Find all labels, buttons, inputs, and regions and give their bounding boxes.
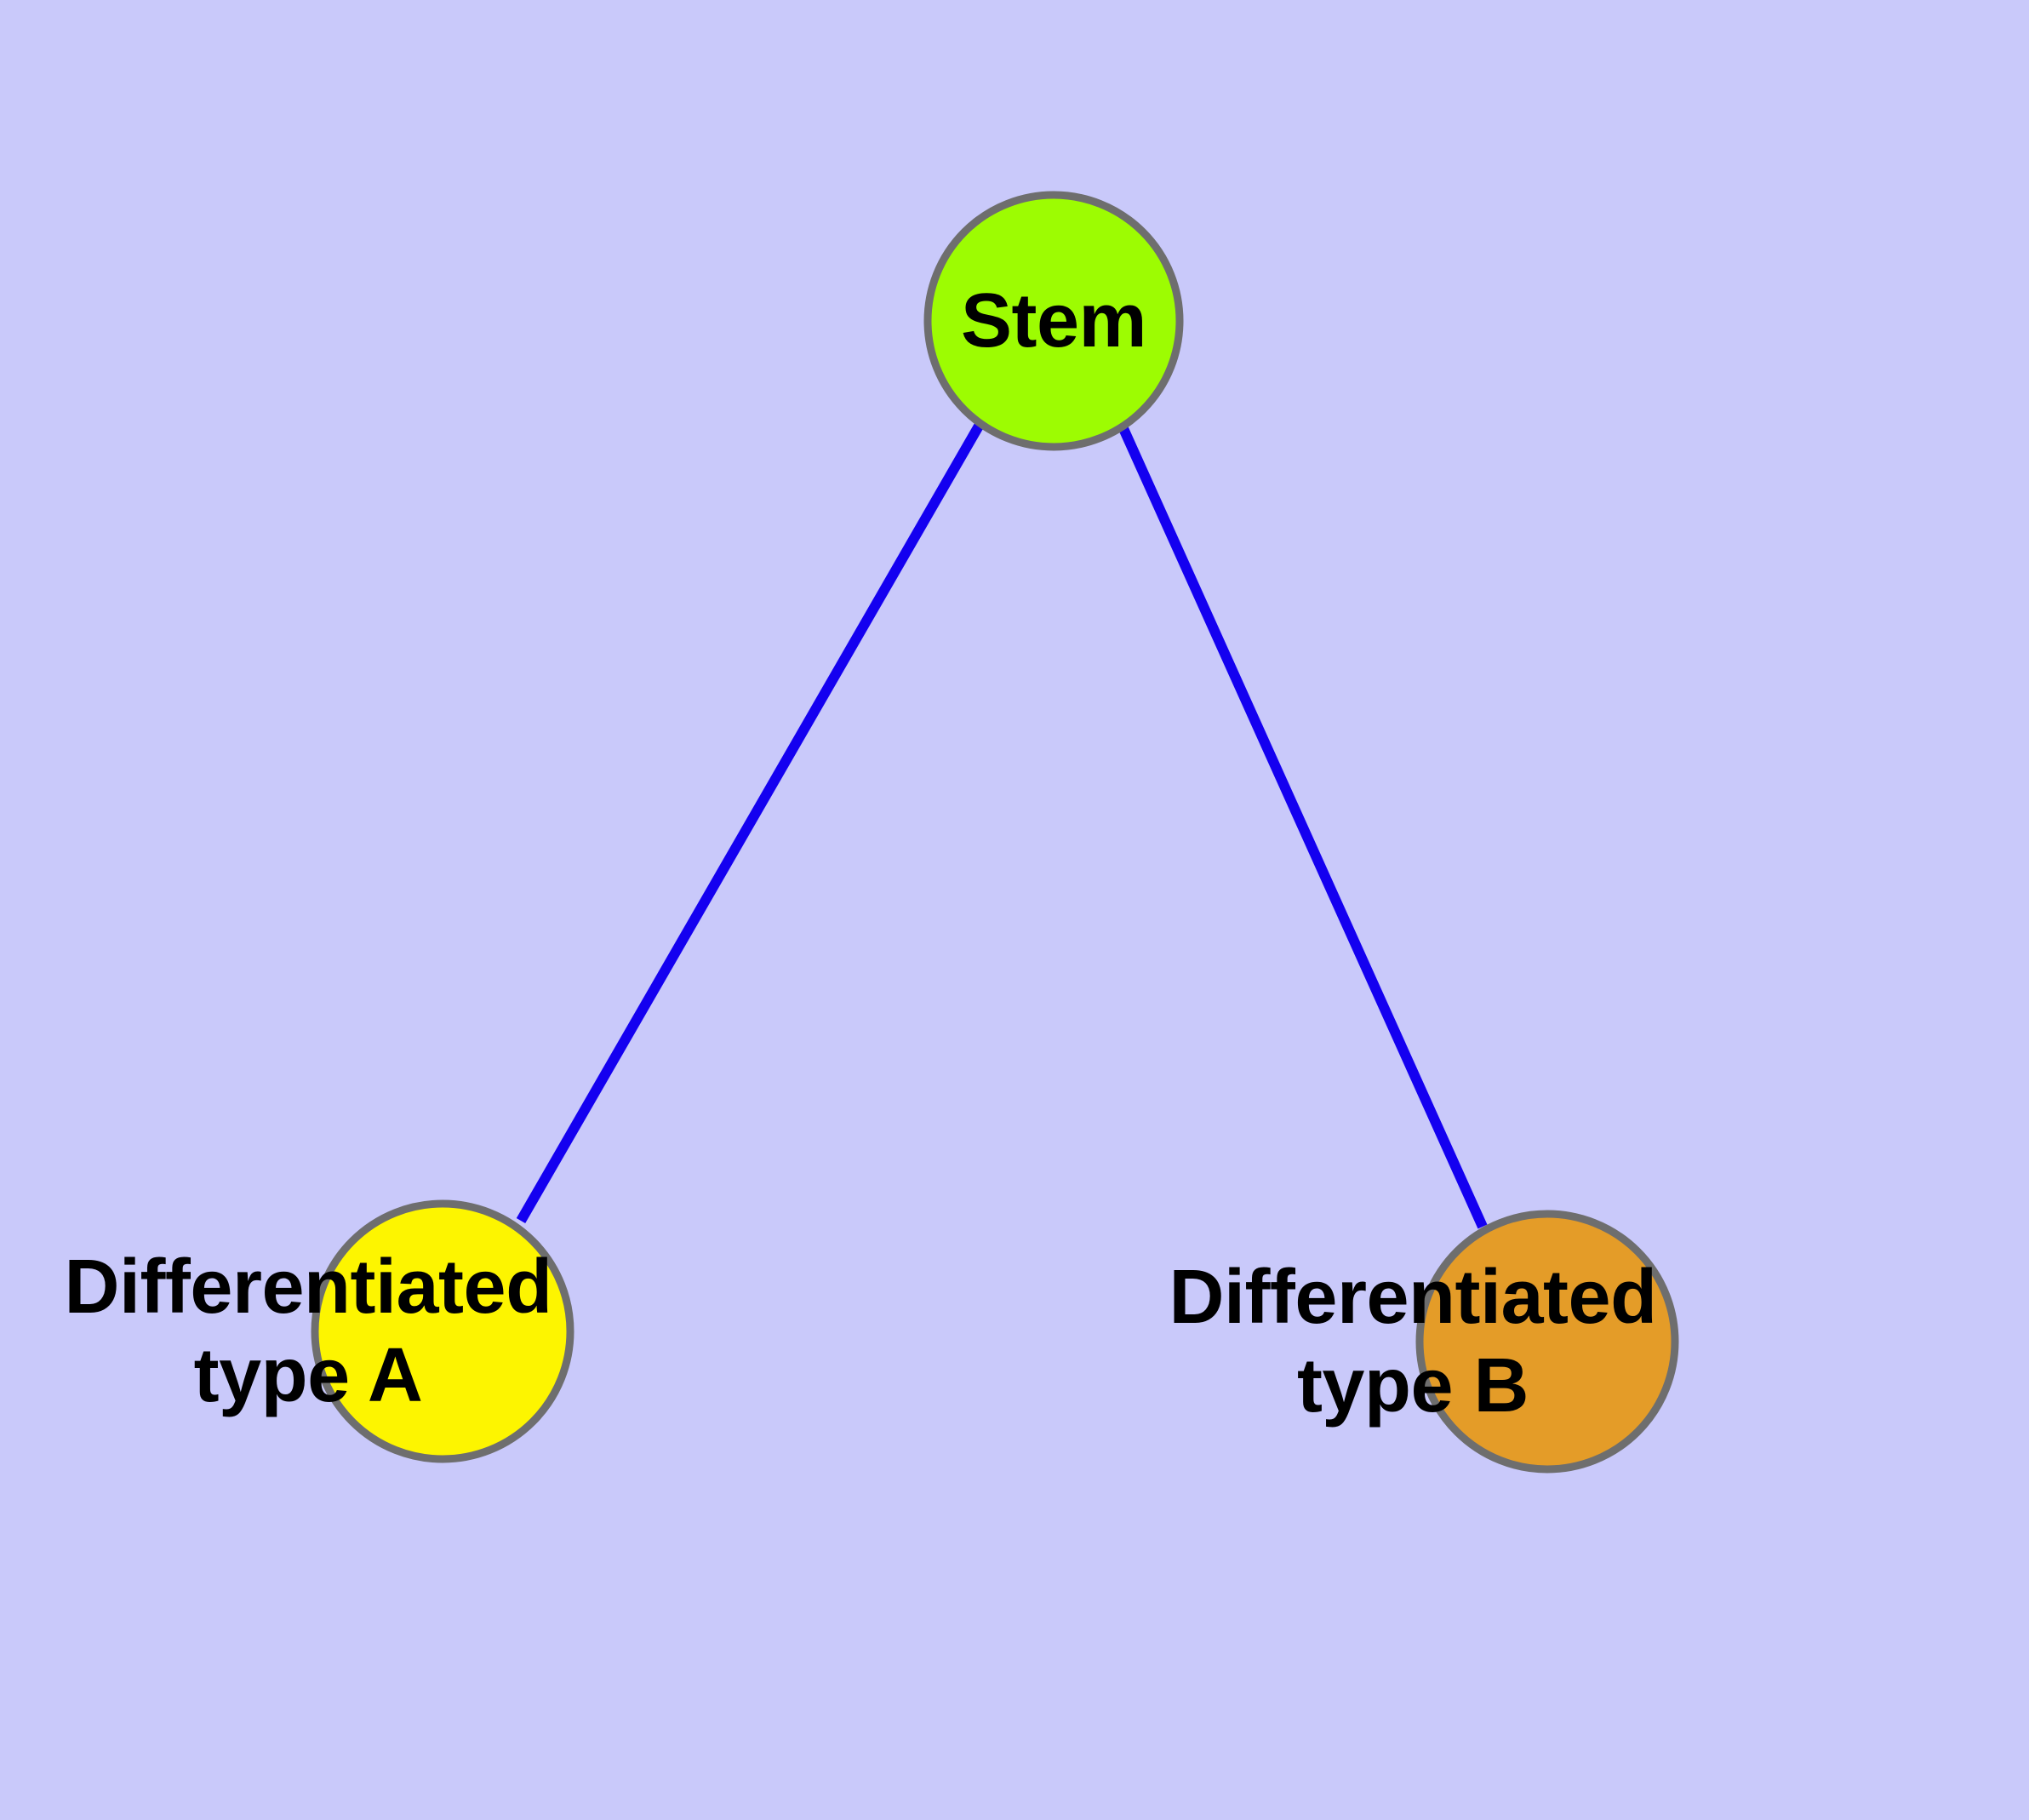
node-stem[interactable] xyxy=(923,191,1184,451)
edge-stem-to-b[interactable] xyxy=(1117,422,1488,1229)
node-diff-a[interactable] xyxy=(311,1199,574,1463)
node-diff-b[interactable] xyxy=(1415,1210,1679,1474)
edge-stem-to-a[interactable] xyxy=(516,421,986,1223)
nodes-group xyxy=(311,191,1679,1474)
edges-group xyxy=(516,421,1488,1229)
